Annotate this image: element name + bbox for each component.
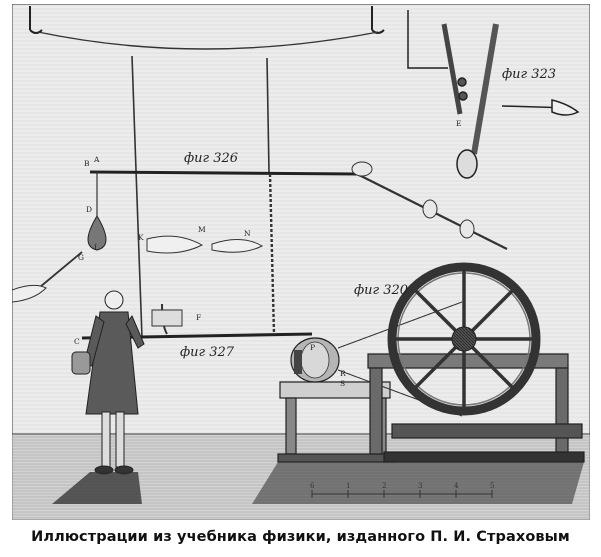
fig-323-apparatus (407, 10, 580, 179)
left-hand (12, 284, 47, 303)
measuring-scale (311, 490, 493, 498)
fig-327-label: фиг 327 (180, 345, 235, 360)
wheel-frame (367, 353, 585, 463)
fig-320-label: фиг 320 (354, 283, 408, 298)
large-wheel (387, 262, 541, 416)
scale-number: 1 (346, 482, 350, 490)
scale-number: 6 (310, 482, 315, 490)
fig-326-label: фиг 326 (184, 151, 238, 166)
point-label-a: A (93, 155, 100, 164)
left-rod (33, 251, 83, 293)
point-label-r: R (340, 369, 346, 378)
fig-323-label: фиг 323 (502, 67, 556, 82)
point-label-c: C (74, 337, 80, 346)
point-label-n: N (244, 229, 251, 238)
silk-cords (131, 55, 270, 339)
scale-number: 3 (418, 482, 422, 490)
scale-number: 4 (454, 482, 459, 490)
engraving-illustration: фиг 326 фиг 327 фиг 320 фиг 323 A B C D … (12, 4, 590, 520)
glass-globe (290, 337, 340, 383)
scale-number: 2 (382, 482, 386, 490)
point-label-m: M (198, 225, 206, 234)
point-label-l: L (94, 243, 99, 252)
ceiling-hooks (29, 6, 385, 34)
point-label-e: E (456, 119, 461, 128)
point-label-b: B (84, 159, 90, 168)
standing-man (71, 290, 145, 475)
point-label-p: P (310, 343, 315, 352)
point-label-s: S (340, 379, 345, 388)
suspension-cord (37, 31, 379, 50)
chain (268, 173, 276, 335)
point-label-f: F (196, 313, 201, 322)
rod-hands (351, 161, 475, 239)
point-label-d: D (86, 205, 92, 214)
image-caption: Иллюстрации из учебника физики, изданног… (31, 529, 570, 545)
point-label-g: G (78, 253, 84, 262)
upper-conductor-bar (89, 170, 358, 176)
point-label-k: K (138, 233, 144, 242)
middle-hands (146, 235, 264, 254)
pear-jar (87, 215, 107, 251)
scale-number: 5 (490, 482, 494, 490)
man-shadow (52, 472, 142, 504)
suspended-object (151, 309, 183, 327)
